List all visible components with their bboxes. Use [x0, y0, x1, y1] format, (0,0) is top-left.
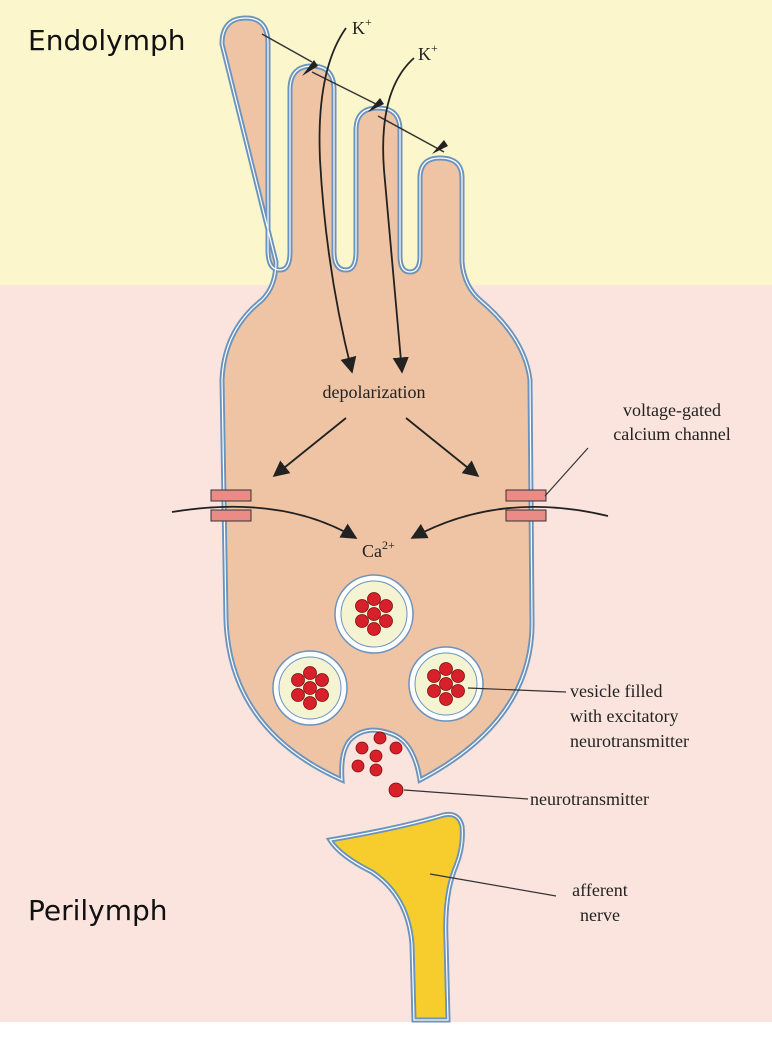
endolymph-label: Endolymph	[28, 24, 186, 57]
bottom-margin	[0, 1022, 772, 1042]
neurotransmitter-molecules	[291, 592, 465, 710]
neurotransmitter-dot	[439, 677, 453, 691]
channel-gate	[302, 60, 318, 76]
potassium-ion-label: K+	[418, 41, 438, 64]
neurotransmitter-dot	[303, 666, 317, 680]
neurotransmitter-dot	[367, 592, 381, 606]
neurotransmitter-dot	[439, 692, 453, 706]
neurotransmitter-dot	[439, 662, 453, 676]
calcium-channel-left	[210, 489, 252, 502]
vesicle-label: vesicle filled	[570, 681, 662, 701]
neurotransmitter-dot	[367, 607, 381, 621]
neurotransmitter-dot	[427, 684, 441, 698]
neurotransmitter-dot	[303, 681, 317, 695]
channel-gate	[368, 98, 384, 112]
neurotransmitter-dot	[451, 669, 465, 683]
neurotransmitter-dot	[291, 688, 305, 702]
neurotransmitter-dot	[379, 599, 393, 613]
channel-callout-line	[544, 447, 589, 497]
calcium-ion-label: Ca2+	[362, 538, 395, 561]
neurotransmitter-dot	[379, 614, 393, 628]
potassium-ion-label: K+	[352, 15, 372, 38]
calcium-influx-arrow	[410, 505, 609, 539]
vesicle-callout-line	[467, 687, 567, 693]
depolarization-arrow-left	[272, 417, 347, 478]
depolarization-arrow-right	[405, 417, 480, 478]
neurotransmitter-dot	[355, 599, 369, 613]
neurotransmitter-dot	[355, 614, 369, 628]
depolarization-label: depolarization	[323, 382, 426, 402]
nerve-callout-line	[429, 873, 557, 897]
calcium-channel-right	[505, 509, 547, 522]
neurotransmitter-dot	[315, 688, 329, 702]
neurotransmitter-dot	[367, 622, 381, 636]
potassium-flow-arrow	[318, 27, 357, 374]
tip-link	[377, 115, 445, 153]
neurotransmitter-dot	[315, 673, 329, 687]
calcium-influx-arrow	[171, 505, 358, 539]
channel-label: calcium channel	[613, 424, 730, 444]
afferent-nerve-membrane-inner	[329, 813, 463, 1021]
neurotransmitter-dot	[303, 696, 317, 710]
neurotransmitter-dot	[451, 684, 465, 698]
tip-link	[311, 71, 377, 105]
nerve-label: afferent	[572, 880, 628, 900]
vesicle-label: neurotransmitter	[570, 731, 689, 751]
hair-cell-membrane-inner	[221, 17, 533, 781]
released-neurotransmitter	[351, 731, 404, 798]
neurotransmitter-dot	[427, 669, 441, 683]
vesicle-label: with excitatory	[570, 706, 678, 726]
perilymph-label: Perilymph	[28, 894, 168, 927]
nerve-label: nerve	[580, 905, 620, 925]
channel-label: voltage-gated	[623, 400, 721, 420]
channel-gate	[432, 140, 448, 154]
neurotransmitter-dot	[291, 673, 305, 687]
neurotransmitter-label: neurotransmitter	[530, 789, 649, 809]
calcium-channel-left	[210, 509, 252, 522]
tip-link	[261, 33, 313, 63]
neurotransmitter-callout-line	[403, 789, 529, 800]
potassium-flow-arrow	[382, 57, 415, 374]
calcium-channel-right	[505, 489, 547, 502]
